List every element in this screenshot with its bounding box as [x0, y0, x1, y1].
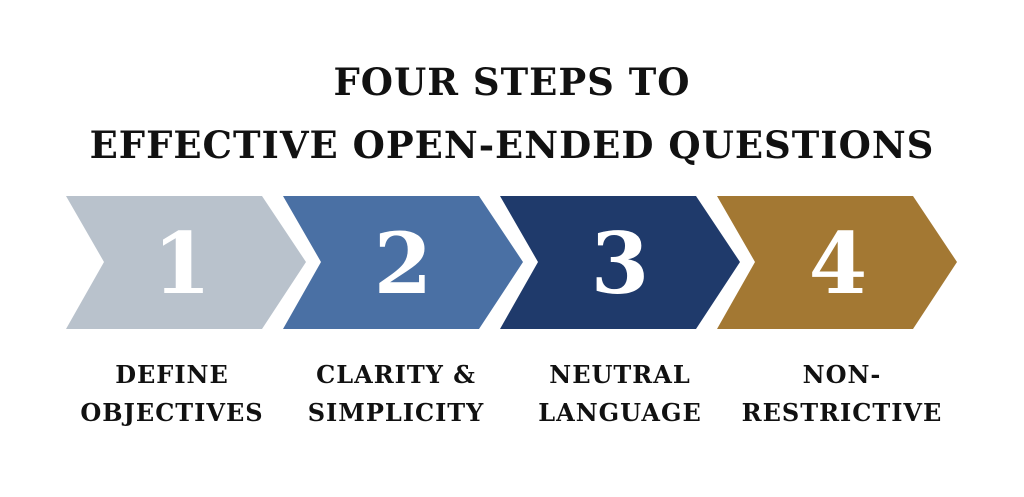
step-number-4: 4	[809, 214, 867, 313]
step-label-3: NEUTRAL LANGUAGE	[510, 356, 730, 432]
step-label-4-line-2: RESTRICTIVE	[741, 398, 943, 427]
step-number-2: 2	[374, 214, 432, 313]
chevron-shape-3	[500, 196, 740, 329]
step-label-1-line-2: OBJECTIVES	[80, 398, 264, 427]
step-chevron-2: 2	[283, 196, 523, 329]
step-chevron-3: 3	[500, 196, 740, 329]
step-label-2-line-1: CLARITY &	[316, 360, 476, 389]
step-chevron-4: 4	[717, 196, 957, 329]
step-label-1-line-1: DEFINE	[115, 360, 229, 389]
step-label-1: DEFINE OBJECTIVES	[62, 356, 282, 432]
step-number-3: 3	[591, 214, 649, 313]
step-label-2-line-2: SIMPLICITY	[307, 398, 485, 427]
title-line-1: FOUR STEPS TO	[333, 60, 691, 104]
step-label-2: CLARITY & SIMPLICITY	[286, 356, 506, 432]
step-number-1: 1	[153, 214, 211, 313]
step-label-4-line-1: NON-	[802, 360, 882, 389]
step-label-3-line-1: NEUTRAL	[549, 360, 691, 389]
title-line-2: EFFECTIVE OPEN-ENDED QUESTIONS	[89, 123, 935, 167]
chevron-shape-1	[66, 196, 306, 329]
chevron-shape-4	[717, 196, 957, 329]
step-label-4: NON- RESTRICTIVE	[732, 356, 952, 432]
step-chevron-1: 1	[66, 196, 306, 329]
chevron-shape-2	[283, 196, 523, 329]
step-label-3-line-2: LANGUAGE	[538, 398, 702, 427]
